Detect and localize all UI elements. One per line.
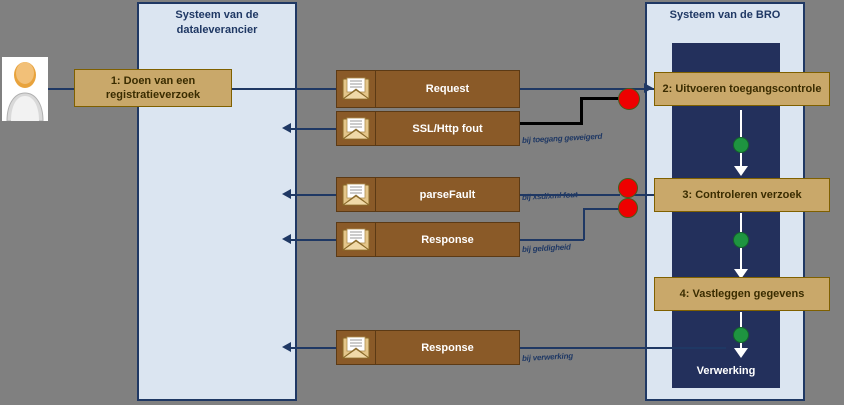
connector-actor-to-activity1 (42, 88, 74, 90)
envelope-icon (337, 331, 376, 364)
envelope-icon-glyph (342, 183, 370, 205)
envelope-icon-glyph (342, 228, 370, 250)
connector-response-geldigheid-to-dataleverancier (288, 239, 336, 241)
annotation-geldigheid: bij geldigheid (521, 242, 571, 254)
connector-response-geldigheid-line (520, 239, 584, 241)
flow-arrow-to-activity4 (734, 269, 748, 279)
envelope-icon-glyph (342, 336, 370, 358)
annotation-toegang-geweigerd: bij toegang geweigerd (521, 131, 603, 145)
activity-box-1[interactable]: 1: Doen van een registratieverzoek (74, 69, 232, 107)
swimlane-dataleverancier (137, 2, 297, 401)
envelope-icon (337, 112, 376, 145)
message-box-response-verwerking-label: Response (421, 341, 474, 354)
connector-activity1-to-request (232, 88, 336, 90)
message-box-request[interactable]: Request (336, 70, 520, 108)
activity-box-1-label-line2: registratieverzoek (105, 89, 201, 101)
arrowhead-to-activity2 (644, 83, 653, 93)
envelope-icon (337, 178, 376, 211)
user-icon (6, 62, 44, 122)
connector-parsefault-line (520, 194, 620, 196)
connector-rednode-to-activity3 (630, 194, 656, 196)
activity-box-2[interactable]: 2: Uitvoeren toegangscontrole (654, 72, 830, 106)
actor-dataleverancier (2, 57, 48, 122)
annotation-xsd-fout: bij xsd/xml fout (521, 190, 578, 202)
error-node-xsd[interactable] (618, 178, 638, 198)
envelope-icon (337, 71, 376, 107)
activity-box-2-label: 2: Uitvoeren toegangscontrole (662, 83, 822, 95)
flow-node-after-activity4[interactable] (733, 327, 749, 343)
error-node-toegang[interactable] (618, 88, 640, 110)
activity-box-4-label: 4: Vastleggen gegevens (679, 288, 805, 300)
swimlane-bro-title: Systeem van de BRO (645, 8, 805, 23)
annotation-verwerking: bij verwerking (521, 351, 574, 363)
message-box-parsefault-label: parseFault (419, 188, 476, 201)
message-box-request-label: Request (425, 83, 470, 95)
arrowhead-sslfout (282, 123, 291, 133)
swimlane-bro-title-line1: Systeem van de BRO (669, 9, 781, 21)
envelope-icon (337, 223, 376, 256)
flow-node-after-activity2[interactable] (733, 137, 749, 153)
activity-box-4[interactable]: 4: Vastleggen gegevens (654, 277, 830, 311)
flow-arrow-to-verwerking (734, 348, 748, 358)
arrowhead-parsefault (282, 189, 291, 199)
activity-box-1-label-line1: 1: Doen van een (110, 75, 196, 87)
message-box-response-verwerking[interactable]: Response (336, 330, 520, 365)
connector-bottom-response-line (520, 347, 726, 349)
envelope-icon-glyph (342, 77, 370, 100)
connector-request-to-activity2 (520, 88, 654, 90)
flow-node-after-activity3[interactable] (733, 232, 749, 248)
flow-arrow-to-activity3 (734, 166, 748, 176)
error-node-geldigheid[interactable] (618, 198, 638, 218)
message-box-ssl-http-fout[interactable]: SSL/Http fout (336, 111, 520, 146)
band-label-verwerking: Verwerking (672, 360, 780, 382)
message-box-parsefault[interactable]: parseFault (336, 177, 520, 212)
message-box-response-geldigheid-label: Response (421, 233, 474, 246)
swimlane-dataleverancier-title-line1: Systeem van de (175, 9, 259, 21)
connector-sslfout-to-dataleverancier (288, 128, 336, 130)
connector-response-geldigheid-top (583, 208, 630, 210)
connector-error-path-vertical (580, 97, 583, 125)
message-box-response-geldigheid[interactable]: Response (336, 222, 520, 257)
activity-box-3-label: 3: Controleren verzoek (682, 189, 802, 201)
band-label-verwerking-text: Verwerking (696, 365, 756, 377)
activity-box-3[interactable]: 3: Controleren verzoek (654, 178, 830, 212)
swimlane-dataleverancier-title: Systeem van de dataleverancier (137, 8, 297, 38)
envelope-icon-glyph (342, 117, 370, 139)
message-box-ssl-http-fout-label: SSL/Http fout (412, 122, 483, 135)
connector-response-geldigheid-riser (583, 208, 585, 240)
connector-error-path-horizontal-top (580, 97, 628, 100)
arrowhead-bottom-response (282, 342, 291, 352)
swimlane-dataleverancier-title-line2: dataleverancier (176, 24, 258, 36)
connector-bottom-response-to-dataleverancier (288, 347, 336, 349)
connector-error-path-horizontal-bottom (520, 122, 583, 125)
arrowhead-response-geldigheid (282, 234, 291, 244)
connector-parsefault-to-dataleverancier (288, 194, 336, 196)
